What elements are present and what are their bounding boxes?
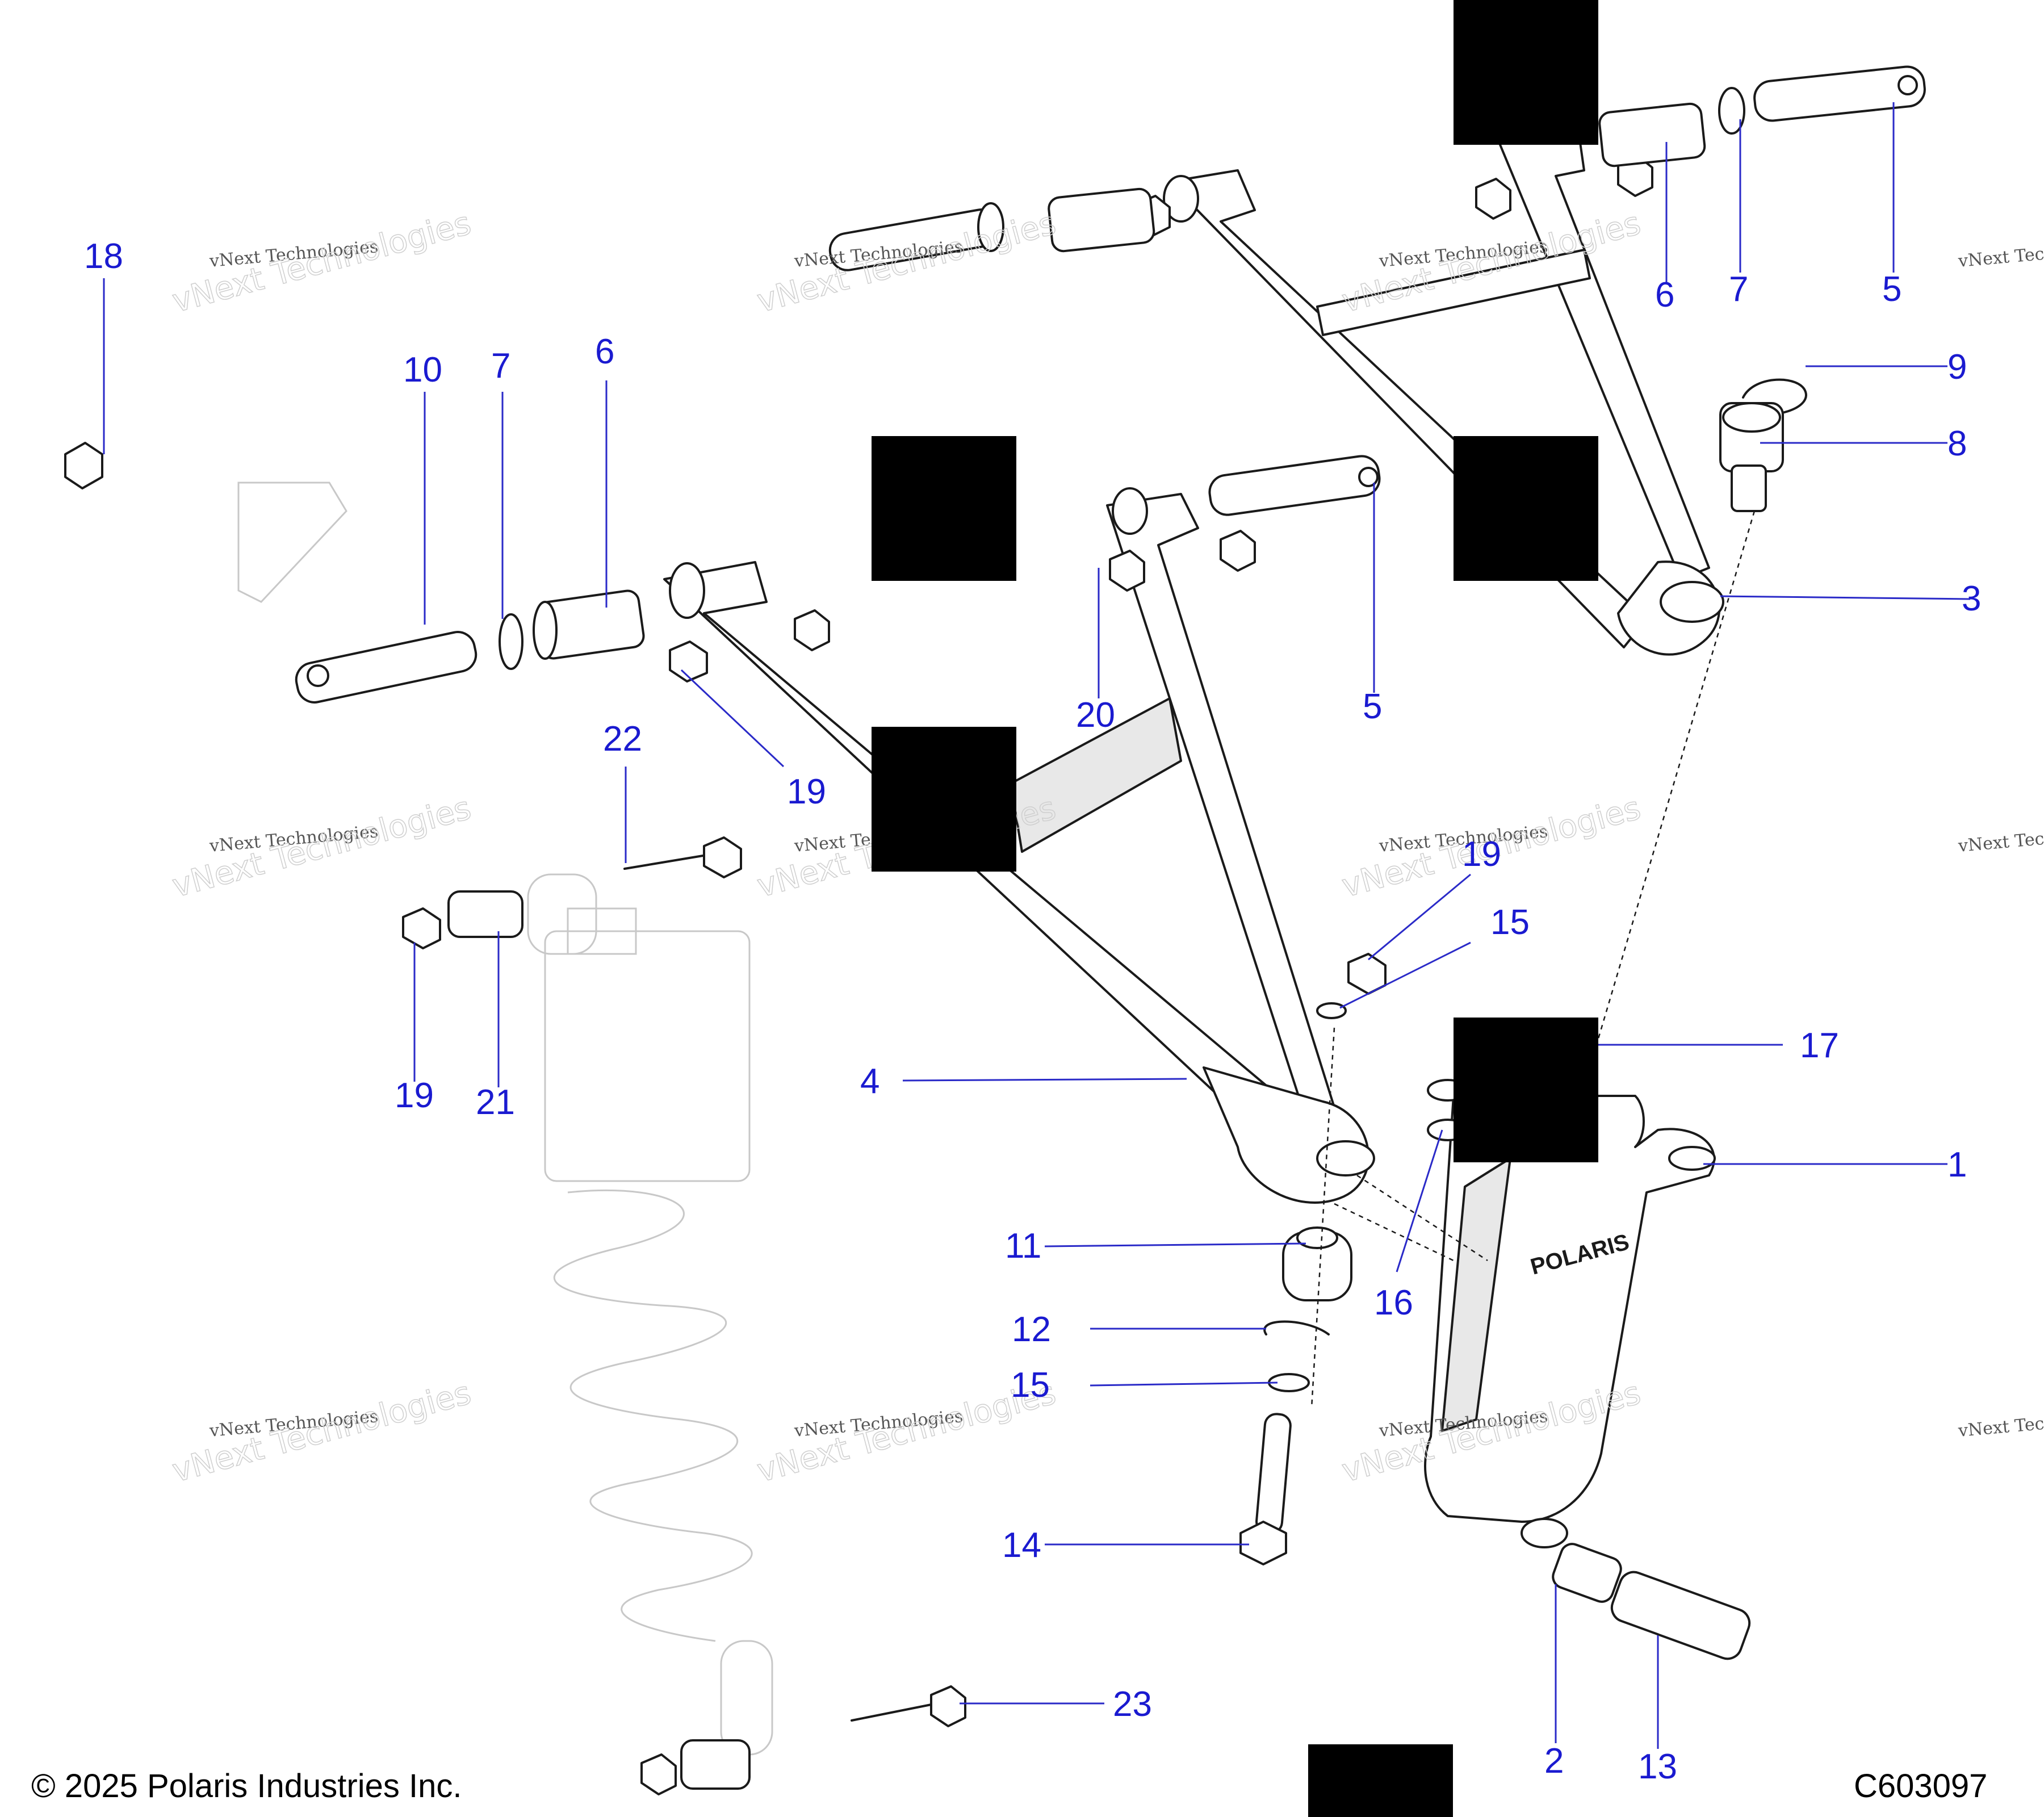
callout-21: 21 [476, 1083, 515, 1122]
leader-lines [103, 102, 1971, 1749]
figure-id: C603097 [1854, 1768, 1987, 1805]
washer-15-upper [1316, 1002, 1347, 1019]
callout-19c: 19 [1462, 835, 1501, 874]
callout-19b: 19 [395, 1076, 434, 1115]
callout-17: 17 [1800, 1026, 1839, 1065]
steering-knuckle: POLARIS [1424, 1095, 1716, 1548]
callout-5b: 5 [1882, 270, 1901, 309]
callout-6: 6 [595, 332, 614, 371]
callout-11: 11 [1005, 1226, 1041, 1266]
callout-10: 10 [403, 350, 442, 390]
callout-numbers: 18 10 7 6 22 19 19 21 4 20 5 11 12 15 14… [84, 237, 1981, 1786]
boot-and-pin [1239, 1226, 1352, 1565]
bushing-left [533, 589, 645, 660]
callout-7: 7 [491, 346, 510, 386]
callout-13: 13 [1638, 1747, 1677, 1786]
callout-8: 8 [1947, 424, 1967, 463]
shock-lower-hardware [640, 1685, 966, 1795]
callout-15b: 15 [1490, 903, 1530, 942]
callout-16: 16 [1374, 1283, 1413, 1322]
callout-12: 12 [1012, 1310, 1051, 1349]
upper-pivot-hardware-left [828, 187, 1155, 271]
callout-14: 14 [1002, 1526, 1041, 1565]
watermark-text: vNext Technologies [1957, 1406, 2044, 1441]
copyright-notice: © 2025 Polaris Industries Inc. [31, 1768, 462, 1805]
callout-22: 22 [603, 719, 642, 759]
ball-joint [1719, 402, 1784, 512]
shock-absorber-ghost [237, 482, 773, 1756]
callout-1: 1 [1947, 1145, 1967, 1184]
callout-4: 4 [860, 1062, 879, 1101]
bushing-knuckle [1552, 1543, 1751, 1660]
callout-23: 23 [1113, 1685, 1152, 1724]
pivot-shaft-left [295, 631, 478, 704]
callout-9: 9 [1947, 348, 1967, 387]
assembly-guide-lines [1310, 510, 1756, 1409]
watermark-text: vNext Technologies [1957, 822, 2044, 856]
bolt-long [64, 442, 231, 577]
callout-19: 19 [787, 772, 826, 811]
callout-7b: 7 [1729, 270, 1748, 309]
callout-3: 3 [1962, 579, 1981, 618]
upper-pivot-hardware-right [1598, 65, 1926, 168]
watermark-text: vNext Technologies [1957, 237, 2044, 271]
pivot-shaft-mid [1208, 455, 1381, 516]
callout-15: 15 [1011, 1366, 1050, 1405]
flange-nuts-lower [669, 530, 1256, 683]
callout-6b: 6 [1655, 275, 1674, 315]
redaction-blocks [872, 0, 1598, 1817]
callout-5: 5 [1363, 687, 1382, 726]
callout-18: 18 [84, 237, 123, 276]
callout-20: 20 [1076, 696, 1115, 735]
callout-2: 2 [1544, 1741, 1564, 1781]
lower-a-arm [663, 487, 1375, 1204]
washer-thin-left [499, 613, 523, 670]
shock-upper-hardware [402, 836, 742, 949]
